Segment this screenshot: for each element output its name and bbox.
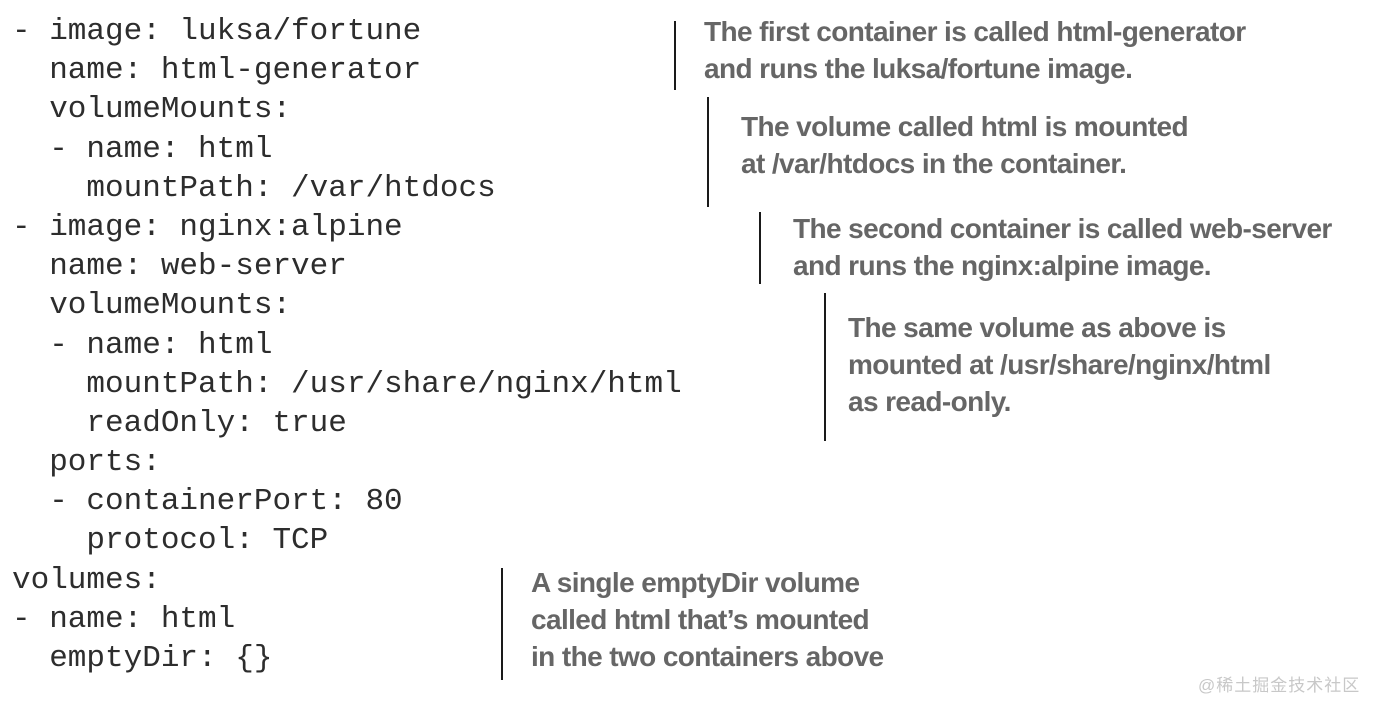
text-line: volumes: (12, 562, 161, 598)
annotation-second-container: The second container is called web-serve… (793, 210, 1332, 284)
text-line: mountPath: /var/htdocs (12, 170, 496, 206)
text-line: volumeMounts: (12, 92, 292, 128)
text-line: mountPath: /usr/share/nginx/html (12, 366, 682, 402)
connector-line-volume-mount-2 (824, 293, 826, 441)
text-line: - containerPort: 80 (12, 484, 403, 520)
text-line: The first container is called html-gener… (704, 16, 1246, 47)
connector-line-second-container (759, 212, 761, 284)
text-line: A single emptyDir volume (531, 567, 860, 598)
text-line: in the two containers above (531, 641, 884, 672)
text-line: - image: luksa/fortune (12, 14, 422, 49)
text-line: The second container is called web-serve… (793, 213, 1332, 244)
text-line: volumeMounts: (12, 288, 292, 324)
text-line: ports: (12, 445, 161, 481)
connector-line-volume-mount-1 (707, 97, 709, 207)
text-line: The same volume as above is (848, 312, 1226, 343)
annotation-emptydir-volume: A single emptyDir volume called html that… (531, 564, 884, 675)
annotation-volume-mount-2: The same volume as above is mounted at /u… (848, 309, 1271, 420)
text-line: - name: html (12, 601, 236, 637)
annotation-volume-mount-1: The volume called html is mounted at /var… (741, 108, 1189, 182)
text-line: The volume called html is mounted (741, 111, 1189, 142)
text-line: - image: nginx:alpine (12, 209, 403, 245)
text-line: and runs the nginx:alpine image. (793, 250, 1212, 281)
connector-line-emptydir-volume (501, 568, 503, 680)
text-line: and runs the luksa/fortune image. (704, 53, 1133, 84)
text-line: called html that’s mounted (531, 604, 870, 635)
text-line: protocol: TCP (12, 523, 329, 559)
text-line: at /var/htdocs in the container. (741, 148, 1127, 179)
watermark-text: @稀土掘金技术社区 (1198, 676, 1361, 695)
text-line: as read-only. (848, 386, 1011, 417)
text-line: name: html-generator (12, 53, 422, 89)
text-line: mounted at /usr/share/nginx/html (848, 349, 1271, 380)
text-line: - name: html (12, 131, 273, 167)
text-line: - name: html (12, 327, 273, 363)
text-line: emptyDir: {} (12, 641, 273, 676)
connector-line-first-container (674, 21, 676, 90)
text-line: readOnly: true (12, 405, 347, 441)
annotation-first-container: The first container is called html-gener… (704, 13, 1246, 87)
text-line: name: web-server (12, 249, 347, 285)
yaml-code-listing: - image: luksa/fortune name: html-genera… (12, 12, 682, 678)
